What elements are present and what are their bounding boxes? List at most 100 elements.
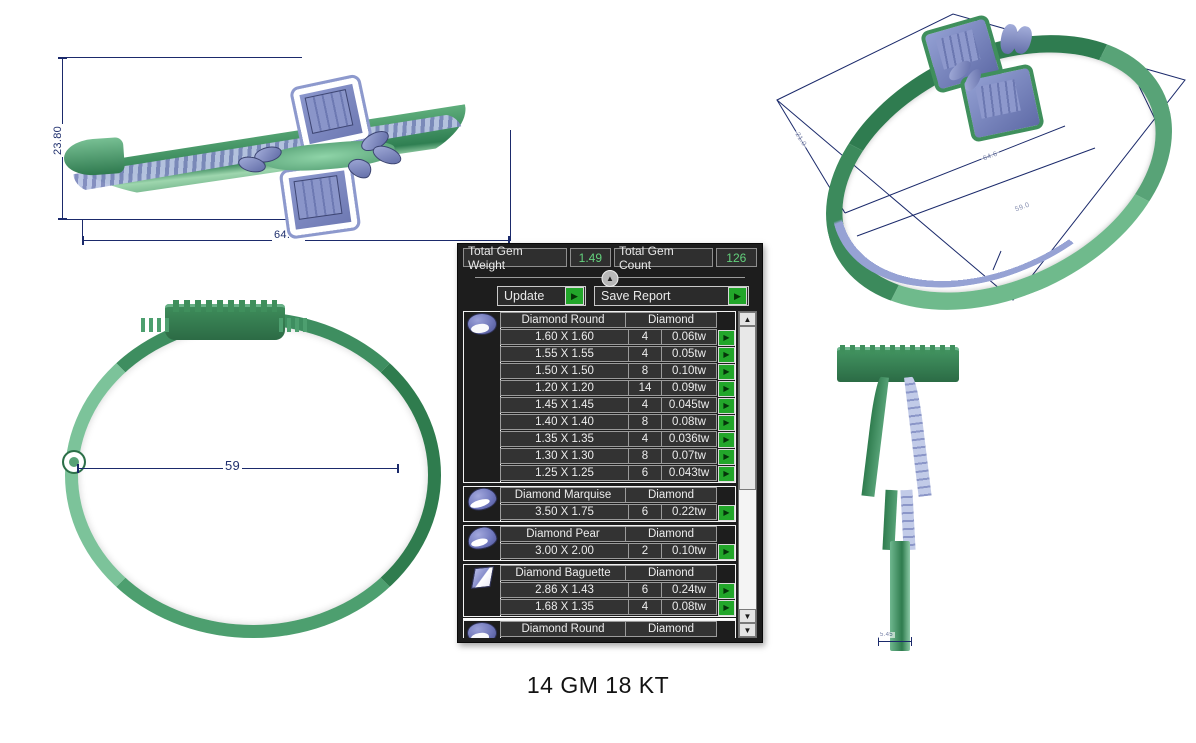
scroll-down-page-button[interactable]: ▼ — [739, 623, 756, 637]
side-band-tail — [890, 541, 910, 651]
gem-qty-cell: 4 — [628, 346, 662, 362]
gem-qty-cell: 8 — [628, 414, 662, 430]
gem-size-cell: 1.68 X 1.35 — [500, 599, 629, 615]
dim-inner-diameter-label: 59 — [223, 458, 243, 473]
gem-material-label: Diamond — [625, 312, 717, 328]
gem-row-detail-arrow-icon[interactable]: ▶ — [718, 505, 735, 521]
bangle-side-prongs-right — [279, 318, 309, 332]
header-arrow-spacer — [718, 488, 735, 504]
gem-size-cell: 1.45 X 1.45 — [500, 397, 629, 413]
gem-row-detail-arrow-icon[interactable]: ▶ — [718, 600, 735, 616]
update-run-arrow-icon[interactable]: ▶ — [565, 287, 584, 305]
gem-weight-cell: 0.06tw — [661, 329, 717, 345]
material-note: 14 GM 18 KT — [526, 672, 670, 698]
total-gem-count-value: 126 — [715, 248, 757, 267]
save-report-run-arrow-icon[interactable]: ▶ — [728, 287, 747, 305]
gem-cut-label: Diamond Marquise — [500, 487, 626, 503]
gem-weight-cell: 0.05tw — [661, 346, 717, 362]
baguette-gem-icon — [467, 566, 497, 589]
gem-icon-cell — [464, 523, 501, 560]
side-arm-right-pave — [904, 376, 932, 497]
iso-cluster — [919, 13, 1055, 143]
gem-icon-cell — [464, 565, 501, 616]
totals-row: Total Gem Weight 1.49 Total Gem Count 12… — [463, 244, 757, 272]
gem-report-panel[interactable]: Total Gem Weight 1.49 Total Gem Count 12… — [457, 243, 763, 643]
dim-bottom-line — [62, 219, 310, 220]
gem-qty-cell: 6 — [628, 465, 662, 481]
gem-row-detail-arrow-icon[interactable]: ▶ — [718, 544, 735, 560]
scroll-up-button[interactable]: ▲ — [739, 312, 756, 326]
gem-weight-cell: 0.09tw — [661, 380, 717, 396]
gem-row-detail-arrow-icon[interactable]: ▶ — [718, 415, 735, 431]
gem-size-cell: 3.00 X 2.00 — [500, 543, 629, 559]
scroll-down-button[interactable]: ▼ — [739, 609, 756, 623]
chevron-up-icon[interactable]: ▲ — [601, 270, 619, 287]
gem-row-detail-arrow-icon[interactable]: ▶ — [718, 449, 735, 465]
gem-row-detail-arrow-icon[interactable]: ▶ — [718, 347, 735, 363]
gem-weight-cell: 0.10tw — [661, 363, 717, 379]
gem-row-detail-arrow-icon[interactable]: ▶ — [718, 381, 735, 397]
gem-size-cell: 1.50 X 1.50 — [500, 363, 629, 379]
gem-qty-cell: 4 — [628, 329, 662, 345]
dim-top-line — [62, 57, 302, 58]
gem-icon-cell — [464, 484, 501, 521]
update-button[interactable]: Update ▶ — [497, 286, 586, 306]
bangle-hinge-pin — [62, 450, 86, 474]
save-report-button[interactable]: Save Report ▶ — [594, 286, 749, 306]
view-front-elevation: 23.80 64.60 — [40, 35, 540, 250]
dim-thickness-label: 5.45 — [878, 632, 895, 638]
gem-qty-cell: 2 — [628, 543, 662, 559]
gem-weight-cell: 0.24tw — [661, 582, 717, 598]
scroll-track[interactable] — [739, 326, 756, 609]
gem-material-label: Diamond — [625, 526, 717, 542]
header-arrow-spacer — [718, 313, 735, 329]
gem-row-detail-arrow-icon[interactable]: ▶ — [718, 466, 735, 482]
gem-size-cell: 1.30 X 1.30 — [500, 448, 629, 464]
dim-height-label: 23.80 — [52, 123, 64, 157]
total-gem-count-label: Total Gem Count — [614, 244, 713, 272]
dim-thickness-line — [878, 641, 912, 642]
gem-weight-cell: 0.036tw — [661, 431, 717, 447]
round-gem-icon — [467, 622, 497, 638]
gem-row-detail-arrow-icon[interactable]: ▶ — [718, 583, 735, 599]
gem-list-scrollbar[interactable]: ▲ ▼ ▼ — [738, 311, 757, 638]
gem-row-detail-arrow-icon[interactable]: ▶ — [718, 432, 735, 448]
gem-row-detail-arrow-icon[interactable]: ▶ — [718, 364, 735, 380]
view-side-elevation: 5.45 — [820, 345, 1000, 655]
gem-size-cell: 1.20 X 1.20 — [500, 380, 629, 396]
gem-material-label: Diamond — [625, 621, 717, 637]
view-plan-circle: 59 — [55, 300, 441, 638]
gem-row-detail-arrow-icon[interactable]: ▶ — [718, 330, 735, 346]
side-arm-left — [861, 376, 889, 497]
scroll-thumb[interactable] — [739, 326, 756, 491]
header-arrow-spacer — [718, 527, 735, 543]
update-button-label: Update — [504, 289, 545, 303]
gem-row-detail-arrow-icon[interactable]: ▶ — [718, 398, 735, 414]
gem-weight-cell: 0.08tw — [661, 414, 717, 430]
